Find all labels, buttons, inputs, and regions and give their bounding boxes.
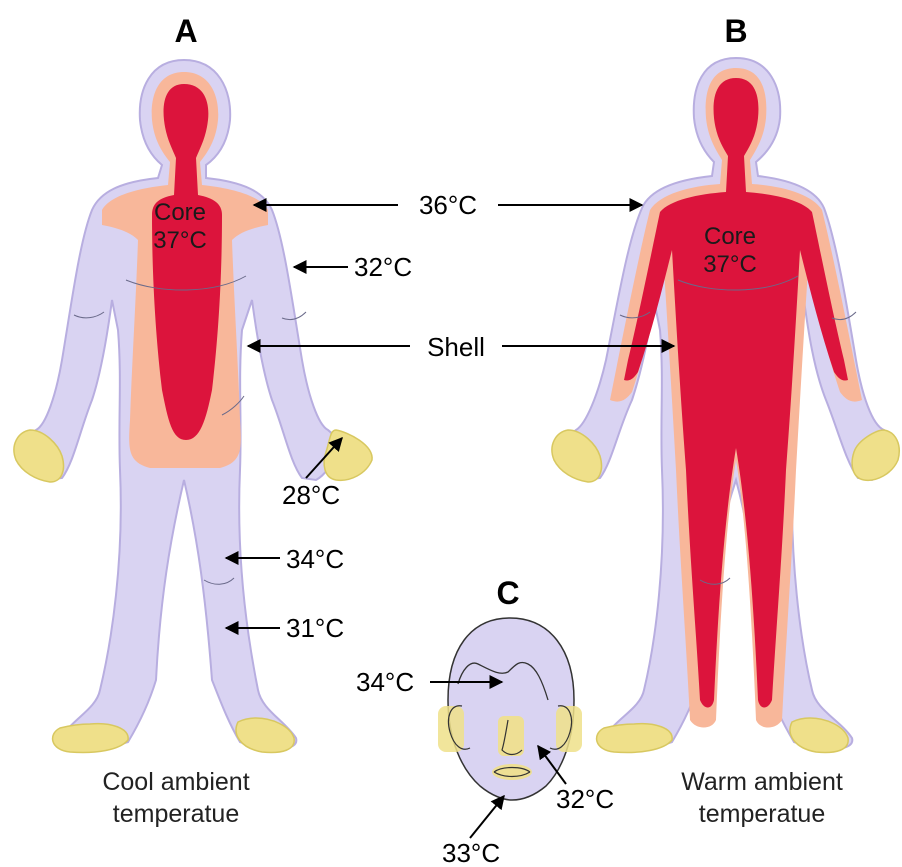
figure-b-core-word: Core — [704, 223, 756, 250]
arrow-icon — [470, 796, 504, 838]
figure-a-body — [14, 60, 372, 753]
label-36c: 36°C — [419, 190, 477, 220]
label-32c-arm: 32°C — [354, 252, 412, 282]
figure-c-ear-left — [438, 706, 464, 752]
label-31c: 31°C — [286, 613, 344, 643]
label-34c-face: 34°C — [356, 667, 414, 697]
figure-a-caption-line2: temperatue — [113, 800, 239, 828]
label-shell: Shell — [427, 332, 485, 362]
figure-a-core-word: Core — [154, 199, 206, 226]
figure-a-foot-right — [236, 718, 294, 752]
label-33c: 33°C — [442, 838, 500, 867]
panel-label-c: C — [496, 575, 519, 611]
figure-a-caption-line1: Cool ambient — [102, 768, 249, 796]
panel-label-a: A — [174, 13, 197, 49]
figure-c-face — [438, 618, 582, 800]
figure-a-hand-right — [324, 430, 372, 480]
panel-label-b: B — [724, 13, 747, 49]
label-34c-leg: 34°C — [286, 544, 344, 574]
figure-b-foot-left — [597, 724, 673, 753]
figure-b-caption-line1: Warm ambient — [681, 768, 843, 796]
figure-a-core-temp: 37°C — [153, 227, 207, 254]
label-28c: 28°C — [282, 480, 340, 510]
figure-b-core-temp: 37°C — [703, 251, 757, 278]
figure-b-body — [552, 58, 899, 753]
figure-c-mouth — [492, 764, 532, 780]
label-32c-face: 32°C — [556, 784, 614, 814]
figure-a-foot-left — [53, 724, 129, 753]
figure-b-caption-line2: temperatue — [699, 800, 825, 828]
figure-c-ear-right — [556, 706, 582, 752]
